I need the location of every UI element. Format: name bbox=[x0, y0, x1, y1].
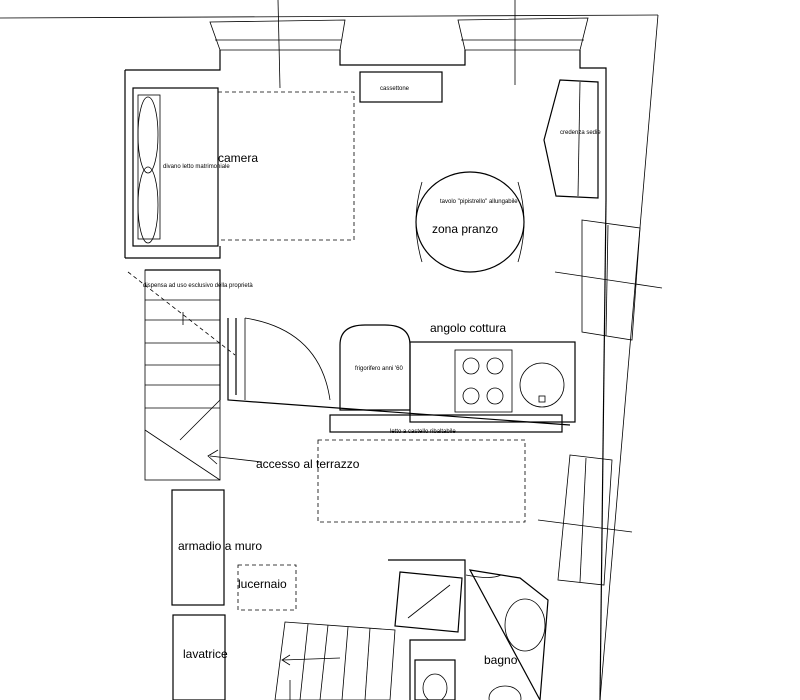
washing-machine bbox=[172, 614, 226, 700]
skylight bbox=[237, 564, 297, 611]
label-sideboard: credenza sedie bbox=[560, 130, 601, 136]
right-exterior-line bbox=[599, 14, 659, 700]
window-right-upper bbox=[581, 219, 641, 341]
label-bunk-bed: letto a castello ribaltabile bbox=[390, 429, 456, 435]
top-right-wall bbox=[579, 50, 607, 200]
window-top-left bbox=[209, 19, 346, 51]
staircase bbox=[144, 269, 221, 481]
bidet bbox=[414, 659, 456, 700]
bunk-bed-open-outline bbox=[317, 439, 526, 523]
label-dresser: cassettone bbox=[380, 86, 410, 92]
bed-outline bbox=[217, 91, 355, 241]
window-top-right bbox=[457, 17, 589, 51]
label-pantry: dispensa ad uso esclusivo della propriet… bbox=[143, 283, 253, 289]
wardrobe bbox=[171, 489, 225, 606]
sideboard bbox=[543, 79, 599, 199]
label-bathroom: bagno bbox=[484, 653, 518, 667]
label-skylight: lucernaio bbox=[238, 577, 287, 591]
shower bbox=[394, 571, 463, 633]
label-washing-machine: lavatrice bbox=[183, 647, 228, 661]
washbasin bbox=[504, 598, 546, 652]
top-left-wall bbox=[125, 50, 221, 71]
label-camera: camera bbox=[218, 151, 258, 165]
kitchen-partition bbox=[227, 318, 571, 426]
door-swing bbox=[244, 317, 331, 401]
label-kitchen: angolo cottura bbox=[430, 321, 506, 335]
label-table: tavolo "pipistrello" allungabile bbox=[440, 199, 518, 205]
top-middle-wall bbox=[339, 50, 466, 66]
dresser bbox=[359, 71, 443, 103]
window-right-lower bbox=[557, 454, 613, 586]
roof-line bbox=[0, 14, 659, 19]
bunk-bed bbox=[329, 414, 563, 433]
stove bbox=[454, 349, 513, 413]
label-sofa-bed: divano letto matrimoniale bbox=[163, 164, 230, 170]
sink bbox=[519, 362, 565, 408]
label-wardrobe: armadio a muro bbox=[178, 539, 262, 553]
bathroom-wall bbox=[388, 559, 466, 700]
toilet bbox=[488, 685, 522, 700]
label-dining-area: zona pranzo bbox=[432, 222, 498, 236]
lower-stairs bbox=[274, 621, 396, 700]
label-terrace-access: accesso al terrazzo bbox=[256, 457, 360, 471]
right-wall bbox=[599, 199, 607, 700]
label-fridge: frigorifero anni '60 bbox=[355, 366, 404, 372]
kitchen-counter bbox=[409, 341, 576, 423]
